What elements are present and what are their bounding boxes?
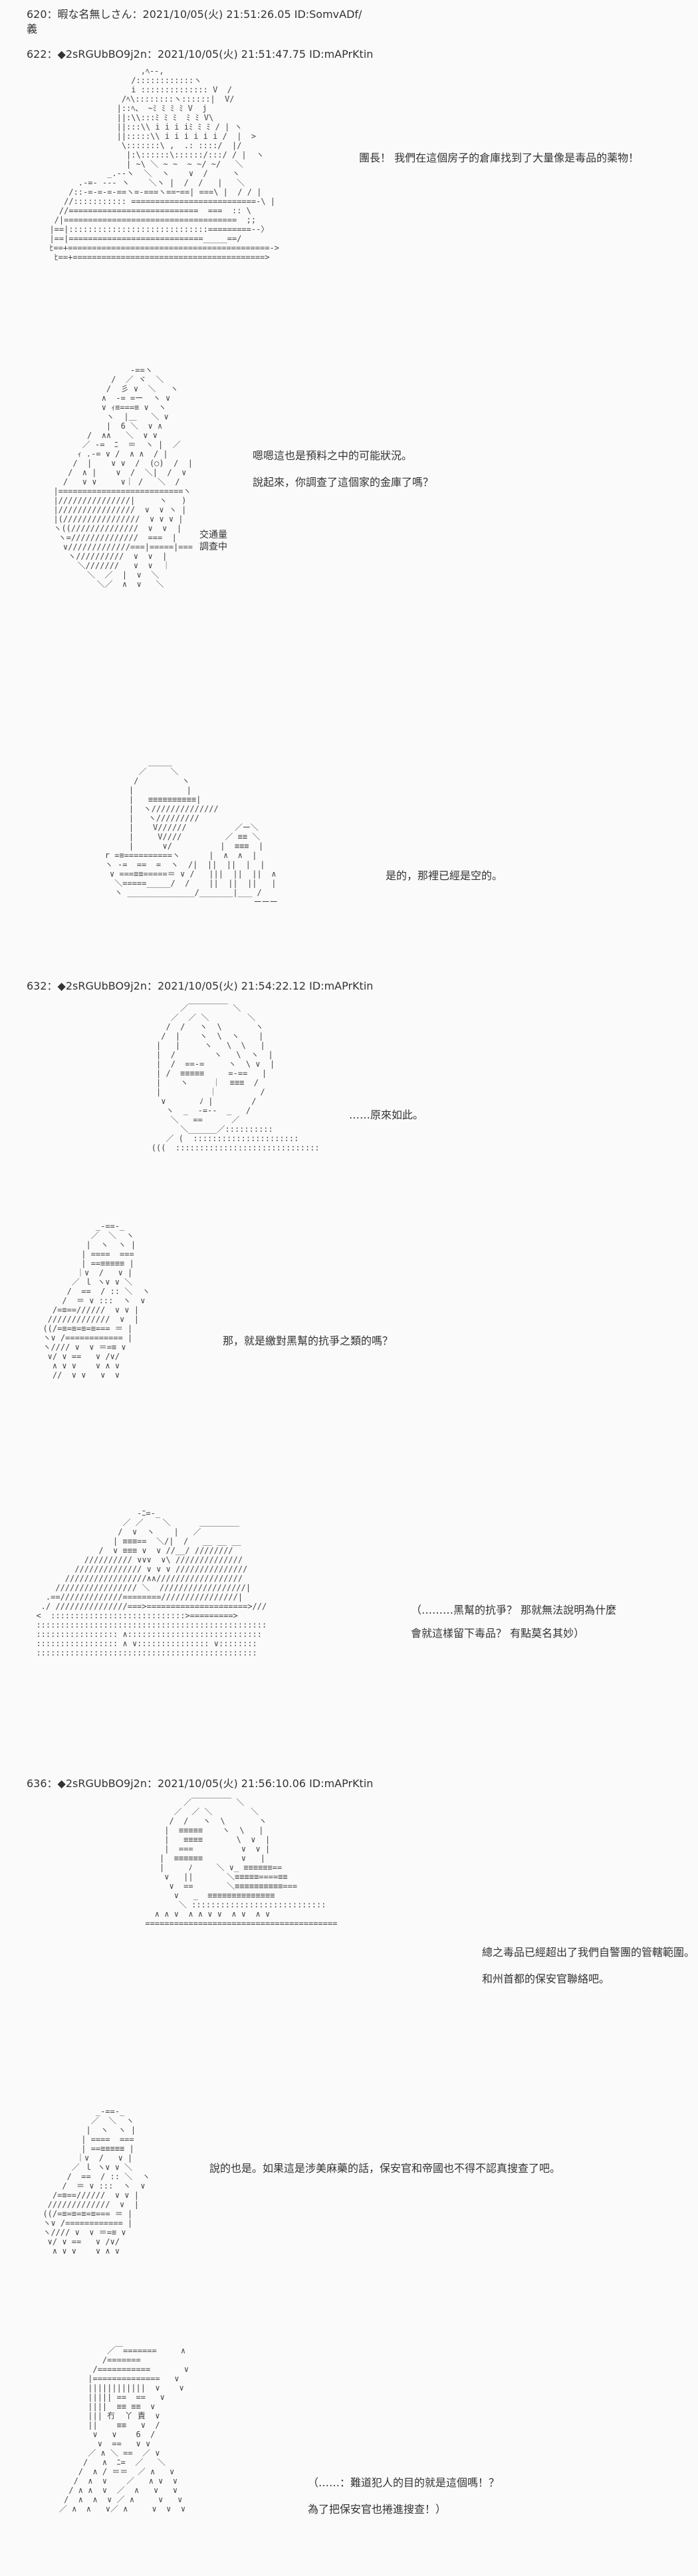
caption-3: 是的，那裡已經是空的。: [386, 869, 503, 882]
ascii-art-soldier: ,ﾍ‐-, /::::::::::::ヽ i :::::::::::::: V …: [49, 66, 280, 262]
caption-2a: 嗯嗯這也是預料之中的可能狀況。: [253, 449, 413, 462]
caption-2-tag: 交通量 調查中: [199, 530, 227, 552]
post-header-636: 636：◆2sRGUbBO9j2n：2021/10/05(火) 21:56:10…: [27, 1777, 374, 1790]
ascii-art-guard: ＿＿＿ ／ ＼ / ヽ | | | ≡≡≡≡≡≡≡≡≡≡| | ヽ///////…: [104, 758, 278, 907]
ascii-art-detective: ／￣￣￣￣￣ ＼ ／ ／ ＼ ＼ / / ヽ \ ヽ / | ヽ \ ヽ | |…: [151, 1004, 320, 1152]
post-header-622: 622：◆2sRGUbBO9j2n：2021/10/05(火) 21:51:47…: [27, 48, 374, 60]
ascii-art-captain-small-2: _-==-_ ／ ＼ ヽ | ヽ ヽ | | ==== === | ==≡≡≡≡…: [43, 2107, 150, 2256]
caption-7b: 和州首都的保安官聯絡吧。: [482, 1973, 610, 1985]
caption-2b: 說起來，你調查了這個家的金庫了嗎？: [253, 476, 434, 488]
caption-6b: 會就這樣留下毒品？ 有點莫名其妙）: [411, 1627, 585, 1640]
post-header-632: 632：◆2sRGUbBO9j2n：2021/10/05(火) 21:54:22…: [27, 980, 374, 992]
ascii-art-woman: ／￣======= ∧ /======= /=========== ∨ |===…: [58, 2346, 189, 2514]
ascii-art-detective-2: ／￣￣￣￣￣ ＼ ／ ／ ＼ ＼ / / ヽ \ ヽ | ≡≡≡≡≡ ヽ \ |…: [145, 1798, 338, 1928]
caption-9b: 為了把保安官也捲進搜查！）: [308, 2503, 447, 2516]
caption-8: 說的也是。如果這是涉美麻藥的話，保安官和帝國也不得不認真搜查了吧。: [209, 2162, 561, 2175]
caption-5: 那，就是繳對黑幫的抗爭之類的嗎？: [223, 1335, 394, 1347]
post-body-620: 義: [27, 23, 38, 35]
ascii-art-captain-small: _-==-_ ／ ＼ ヽ | ヽ ヽ | | ==== === | ==≡≡≡≡…: [43, 1222, 150, 1380]
post-header-620: 620：暇な名無しさん：2021/10/05(火) 21:51:26.05 ID…: [27, 8, 362, 21]
ascii-art-captain: -==ヽ / ／ ヾ ＼ / 彡 ∨ ＼ ヽ ∧ -= =ー ヽ ∨ ∨ ｨ≡=…: [53, 366, 193, 589]
caption-1: 團長！ 我們在這個房子的倉庫找到了大量像是毒品的薬物！: [359, 152, 640, 164]
caption-6a: （………黑幫的抗爭？ 那就無法說明為什麼: [411, 1604, 617, 1616]
caption-4: ……原來如此。: [349, 1109, 424, 1121]
caption-9a: （……：難道犯人的目的就是這個嗎！？: [308, 2476, 500, 2489]
caption-7a: 總之毒品已經超出了我們自警團的管轄範圍。: [482, 1946, 695, 1959]
ascii-art-thinking: -ﾆ=-_ ／ ／ ＼ ＿＿＿＿＿ / ∨ ヽ | ／ | ≡≡≡== ＼/| …: [36, 1509, 267, 1658]
